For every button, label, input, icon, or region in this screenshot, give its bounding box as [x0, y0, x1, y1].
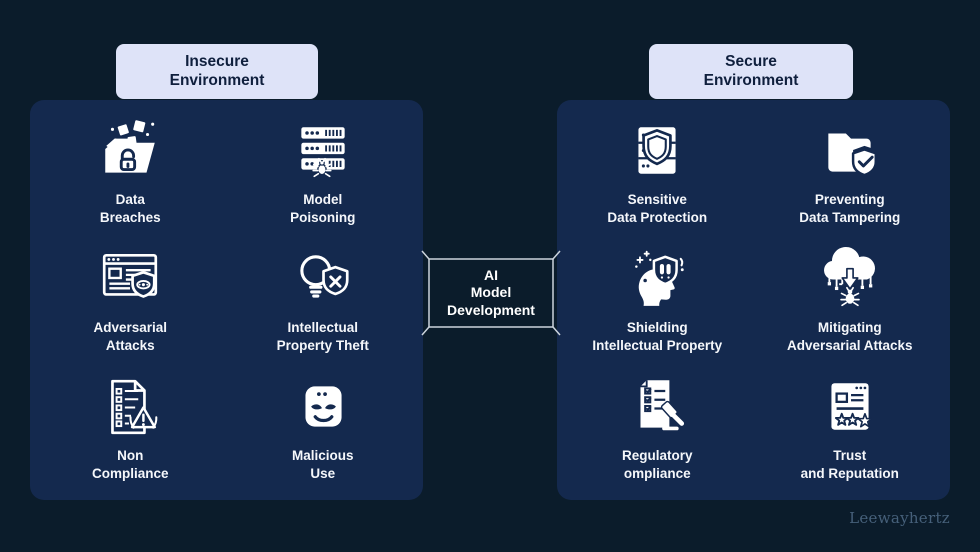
malicious-use-icon	[305, 386, 342, 427]
trust-and-reputation-icon	[831, 383, 873, 430]
sensitive-data-protection-icon	[638, 127, 676, 174]
mitigating-adversarial-attacks-icon	[823, 246, 875, 307]
item-trust-and-reputation: Trust and Reputation	[754, 364, 947, 492]
item-non-compliance: Non Compliance	[34, 364, 227, 492]
item-label: Preventing Data Tampering	[799, 191, 901, 225]
connector-lines	[421, 250, 561, 336]
item-label: Shielding Intellectual Property	[592, 319, 723, 353]
shielding-intellectual-property-icon	[635, 250, 684, 306]
preventing-data-tampering-icon	[828, 133, 877, 177]
item-label: Adversarial Attacks	[93, 319, 168, 353]
secure-environment-header: Secure Environment	[649, 44, 853, 99]
intellectual-property-theft-icon	[300, 255, 349, 298]
ai-model-development-box: AI Model Development	[447, 266, 535, 318]
item-model-poisoning: Model Poisoning	[227, 108, 420, 236]
item-label: Data Breaches	[99, 191, 161, 225]
item-sensitive-data-protection: Sensitive Data Protection	[561, 108, 754, 236]
model-poisoning-icon	[301, 127, 345, 178]
item-label: Trust and Reputation	[800, 447, 899, 481]
item-label: Regulatory ompliance	[621, 447, 693, 481]
item-label: Intellectual Property Theft	[276, 319, 369, 353]
leewayhertz-watermark: Leewayhertz	[849, 509, 950, 527]
data-breaches-icon	[105, 120, 155, 173]
insecure-environment-header: Insecure Environment	[116, 44, 318, 99]
item-data-breaches: Data Breaches	[34, 108, 227, 236]
non-compliance-icon	[111, 379, 158, 435]
item-preventing-data-tampering: Preventing Data Tampering	[754, 108, 947, 236]
item-regulatory-compliance: Regulatory ompliance	[561, 364, 754, 492]
regulatory-compliance-icon	[640, 380, 685, 431]
secure-environment-panel: Sensitive Data Protection Preventing Dat…	[557, 100, 950, 500]
item-label: Non Compliance	[91, 447, 169, 481]
insecure-environment-panel: Data Breaches	[30, 100, 423, 500]
item-malicious-use: Malicious Use	[227, 364, 420, 492]
item-shielding-intellectual-property: Shielding Intellectual Property	[561, 236, 754, 364]
item-intellectual-property-theft: Intellectual Property Theft	[227, 236, 420, 364]
item-mitigating-adversarial-attacks: Mitigating Adversarial Attacks	[754, 236, 947, 364]
item-label: Sensitive Data Protection	[607, 191, 708, 225]
item-label: Malicious Use	[291, 447, 354, 481]
adversarial-attacks-icon	[103, 253, 158, 298]
item-label: Mitigating Adversarial Attacks	[786, 319, 913, 353]
item-label: Model Poisoning	[290, 191, 356, 225]
item-adversarial-attacks: Adversarial Attacks	[34, 236, 227, 364]
